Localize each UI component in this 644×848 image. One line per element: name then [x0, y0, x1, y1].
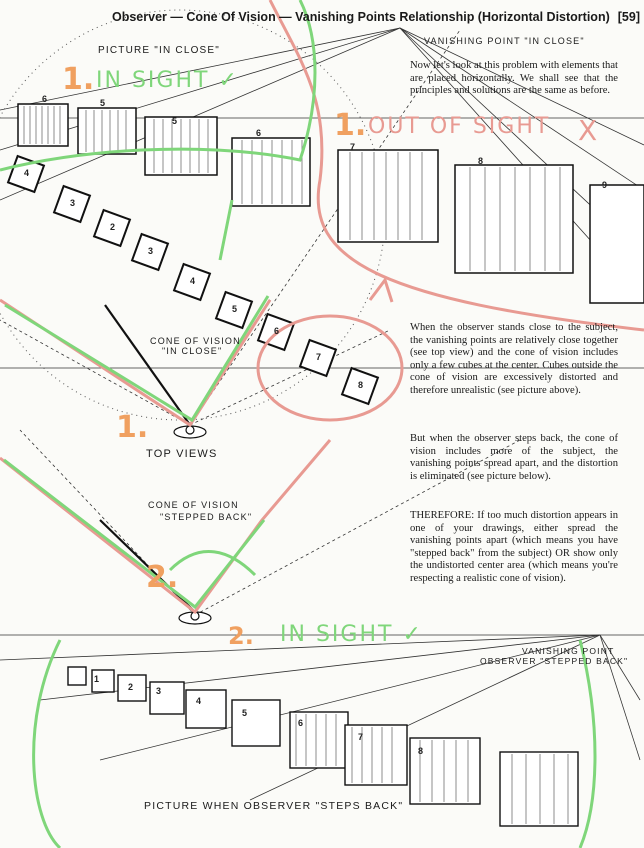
top-cube-number-7: 9: [602, 180, 607, 190]
paragraph-in-close: When the observer stands close to the su…: [410, 322, 618, 396]
plan-cube-number-5: 4: [190, 276, 195, 286]
header-title: Observer — Cone Of Vision — Vanishing Po…: [112, 10, 610, 24]
annotation-num-1c: 1.: [116, 410, 149, 445]
annotation-in-sight-2: IN SIGHT ✓: [280, 622, 423, 647]
plan-cube-number-2: 3: [70, 198, 75, 208]
intro-paragraph: Now let's look at this problem with elem…: [410, 60, 618, 97]
plan-cube-number-3: 2: [110, 222, 115, 232]
page-header: Observer — Cone Of Vision — Vanishing Po…: [112, 10, 642, 24]
plan-cube-number-8: 7: [316, 352, 321, 362]
annotation-out-of-sight: OUT OF SIGHT: [368, 114, 551, 139]
plan-cube-number-9: 8: [358, 380, 363, 390]
annotation-x-mark: X: [578, 114, 600, 147]
top-cube-number-2: 5: [100, 98, 105, 108]
top-cube-number-3: 5: [172, 116, 177, 126]
paragraph-therefore: THEREFORE: If too much distortion appear…: [410, 510, 618, 584]
page-number: [59]: [617, 10, 640, 24]
annotation-num-2b: 2.: [228, 622, 254, 650]
annotation-num-2a: 2.: [146, 560, 179, 595]
bottom-cube-number-1: 1: [94, 674, 99, 684]
plan-cube-number-7: 6: [274, 326, 279, 336]
label-cone-in-close-1: CONE OF VISION: [150, 336, 241, 346]
plan-cube-number-1: 4: [24, 168, 29, 178]
bottom-cube-number-7: 7: [358, 732, 363, 742]
label-top-views: TOP VIEWS: [146, 448, 218, 460]
plan-cube-number-4: 3: [148, 246, 153, 256]
top-cube-number-5: 7: [350, 142, 355, 152]
bottom-cube-number-3: 3: [156, 686, 161, 696]
bottom-cube-number-6: 6: [298, 718, 303, 728]
bottom-cube-number-4: 4: [196, 696, 201, 706]
label-cone-back-2: "STEPPED BACK": [160, 512, 253, 522]
top-cube-number-4: 6: [256, 128, 261, 138]
bottom-cube-number-2: 2: [128, 682, 133, 692]
annotation-num-1a: 1.: [62, 62, 95, 97]
top-cube-number-1: 6: [42, 94, 47, 104]
plan-cube-number-6: 5: [232, 304, 237, 314]
bottom-cube-number-8: 8: [418, 746, 423, 756]
label-cone-back-1: CONE OF VISION: [148, 500, 239, 510]
label-cone-in-close-2: "IN CLOSE": [162, 346, 223, 356]
bottom-cube-number-5: 5: [242, 708, 247, 718]
label-vp-back-1: VANISHING POINT: [522, 646, 615, 656]
label-picture-steps-back: PICTURE WHEN OBSERVER "STEPS BACK": [144, 800, 404, 812]
label-vp-in-close: VANISHING POINT "IN CLOSE": [424, 36, 585, 46]
label-picture-in-close: PICTURE "IN CLOSE": [98, 45, 221, 56]
annotation-in-sight: IN SIGHT ✓: [96, 68, 239, 93]
paragraph-stepped-back: But when the observer steps back, the co…: [410, 433, 618, 482]
annotation-num-1b: 1.: [334, 108, 367, 143]
label-vp-back-2: OBSERVER "STEPPED BACK": [480, 656, 629, 666]
top-cube-number-6: 8: [478, 156, 483, 166]
